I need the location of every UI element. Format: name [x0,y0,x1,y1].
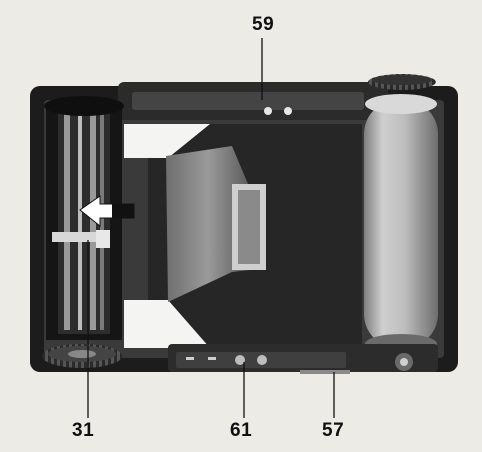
bottom-rail [168,344,438,374]
rail-hole-right-icon [284,107,292,115]
winding-gear-icon [368,74,436,90]
callout-61: 61 [230,420,253,441]
pressure-plate-icon [166,146,266,302]
insertion-arrow-icon [79,195,135,228]
bottom-gear-icon [42,344,122,368]
take-up-spool-icon [364,94,438,354]
callout-59: 59 [252,14,275,35]
callout-31: 31 [72,420,95,441]
leader-lines [87,38,335,418]
rail-screw-left-icon [235,355,245,365]
rail-hole-left-icon [264,107,272,115]
release-button-icon [400,358,408,366]
callout-57: 57 [322,420,345,441]
top-rail [118,82,388,120]
rail-screw-right-icon [257,355,267,365]
